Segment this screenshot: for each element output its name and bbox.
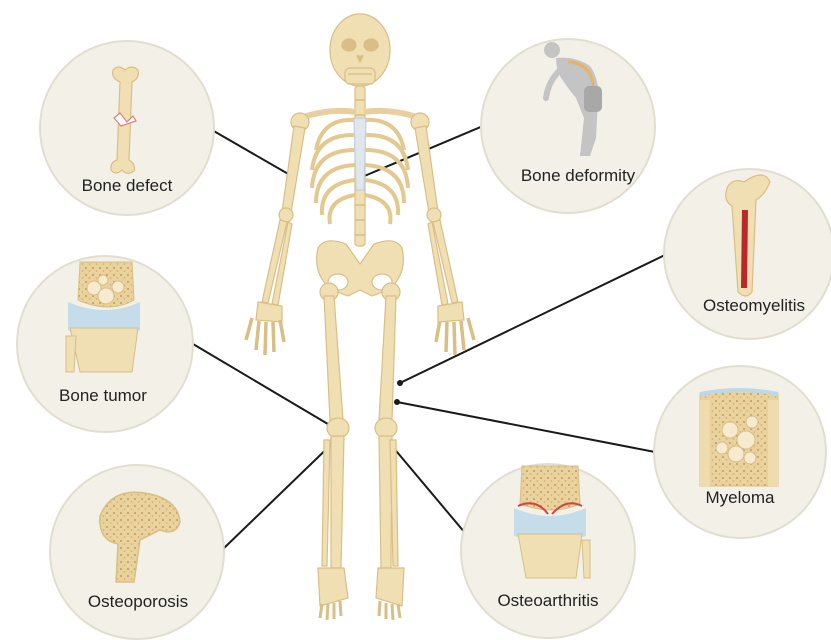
connector-bone-defect	[212, 130, 290, 175]
label-bone-defect: Bone defect	[62, 176, 192, 196]
label-myeloma: Myeloma	[680, 488, 800, 508]
arthritic-knee-icon	[514, 466, 590, 578]
label-osteoporosis: Osteoporosis	[68, 592, 208, 612]
label-bone-tumor: Bone tumor	[38, 386, 168, 406]
connector-myeloma	[397, 402, 655, 452]
connector-bone-tumor	[193, 344, 338, 430]
skeleton	[246, 14, 474, 620]
label-osteomyelitis: Osteomyelitis	[684, 296, 824, 316]
bone-section-icon	[700, 390, 778, 486]
label-bone-deformity: Bone deformity	[503, 166, 653, 186]
label-osteoarthritis: Osteoarthritis	[478, 591, 618, 611]
